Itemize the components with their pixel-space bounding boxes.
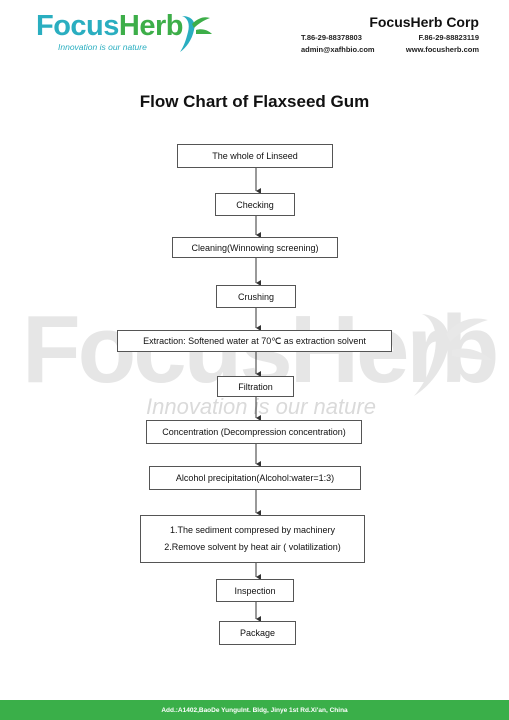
step-inspection: Inspection <box>216 579 294 602</box>
step-package: Package <box>219 621 296 645</box>
step-sediment-line-1: 1.The sediment compresed by machinery <box>169 525 336 535</box>
phone-number: T.86-29-88378803 <box>301 33 362 42</box>
logo-wordmark: FocusHerb <box>36 10 183 42</box>
leaf-figure-icon <box>180 16 212 52</box>
logo-tagline: Innovation is our nature <box>58 42 147 52</box>
focusherb-logo: FocusHerb Innovation is our nature <box>36 10 216 58</box>
step-sediment-line-2: 2.Remove solvent by heat air ( volatiliz… <box>164 542 341 552</box>
step-crushing: Crushing <box>216 285 296 308</box>
step-alcohol-precipitation: Alcohol precipitation(Alcohol:water=1:3) <box>149 466 361 490</box>
step-concentration: Concentration (Decompression concentrati… <box>146 420 362 444</box>
fax-number: F.86-29-88823119 <box>418 33 479 42</box>
footer-bar: Add.:A1402,BaoDe YunguInt. Bldg, Jinye 1… <box>0 700 509 720</box>
contact-row-web: admin@xafhbio.com www.focusherb.com <box>279 45 479 54</box>
email-address: admin@xafhbio.com <box>301 45 375 54</box>
website-url: www.focusherb.com <box>405 45 479 54</box>
watermark-tagline: Innovation is our nature <box>146 394 376 419</box>
step-sediment-drying: 1.The sediment compresed by machinery 2.… <box>140 515 365 563</box>
watermark-leaf-icon <box>414 314 492 396</box>
step-checking: Checking <box>215 193 295 216</box>
footer-address: Add.:A1402,BaoDe YunguInt. Bldg, Jinye 1… <box>161 706 348 714</box>
logo-word-focus: Focus <box>36 10 119 42</box>
company-name: FocusHerb Corp <box>369 14 479 30</box>
watermark-logo: FocusHerb Innovation is our nature <box>22 300 502 430</box>
step-whole-linseed: The whole of Linseed <box>177 144 333 168</box>
company-contact-block: FocusHerb Corp T.86-29-88378803 F.86-29-… <box>279 14 479 54</box>
step-filtration: Filtration <box>217 376 294 397</box>
step-extraction: Extraction: Softened water at 70℃ as ext… <box>117 330 392 352</box>
logo-word-herb: Herb <box>118 10 184 42</box>
contact-row-phone: T.86-29-88378803 F.86-29-88823119 <box>279 33 479 42</box>
page-title: Flow Chart of Flaxseed Gum <box>139 92 370 111</box>
step-cleaning: Cleaning(Winnowing screening) <box>172 237 338 258</box>
